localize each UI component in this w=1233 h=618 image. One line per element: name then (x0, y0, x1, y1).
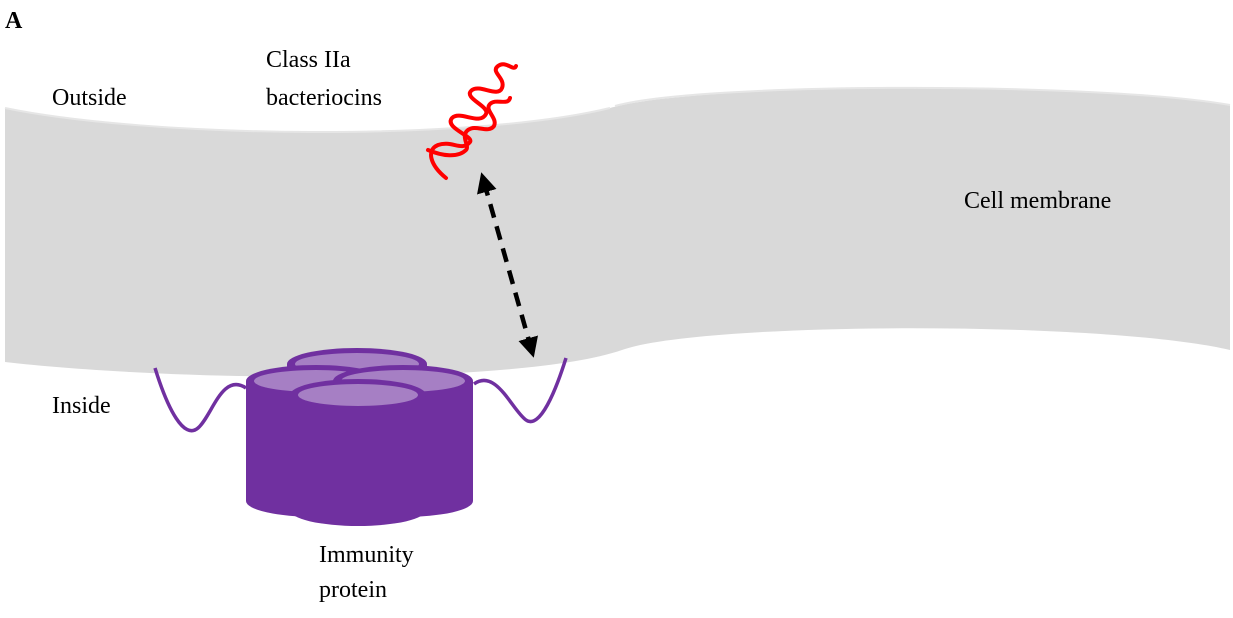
immunity-protein-left-wave (155, 368, 246, 431)
panel-label: A (5, 6, 22, 36)
membrane-slab (5, 88, 1230, 377)
cell-membrane (5, 88, 1230, 377)
helix-cylinder-front (290, 379, 426, 526)
membrane-label: Cell membrane (964, 186, 1111, 216)
bacteriocin-label-line1: Class IIa (266, 45, 351, 75)
inside-label: Inside (52, 391, 111, 421)
immunity-protein-label-line2: protein (319, 575, 387, 605)
immunity-protein-label-line1: Immunity (319, 540, 414, 570)
outside-label: Outside (52, 83, 127, 113)
bacteriocin-label-line2: bacteriocins (266, 83, 382, 113)
